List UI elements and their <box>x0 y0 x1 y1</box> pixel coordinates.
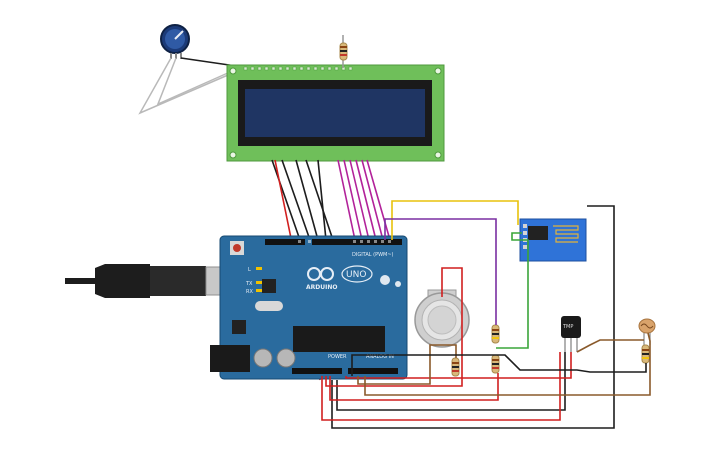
lcd-screen <box>245 89 425 137</box>
gas-sensor-icon[interactable] <box>414 289 470 348</box>
lcd-display <box>226 64 445 162</box>
digital-label: DIGITAL (PWM~) <box>352 252 394 258</box>
wire-endpoints <box>298 240 391 243</box>
led-label-tx: TX <box>245 281 253 287</box>
resistor-gas <box>491 324 500 344</box>
digital-header-right <box>312 239 402 245</box>
led-label-l: L <box>248 267 251 273</box>
photoresistor-icon[interactable] <box>638 318 656 345</box>
arduino-board: DIGITAL (PWM~) L TX RX ARDUINO UNO P <box>210 235 408 380</box>
model-label: UNO <box>346 270 366 280</box>
microcontroller-chip <box>293 326 385 352</box>
potentiometer-wires <box>138 57 237 115</box>
temperature-sensor-icon[interactable]: TMP <box>561 316 581 352</box>
resistor-lcd <box>339 35 348 68</box>
potentiometer-icon[interactable] <box>160 24 190 59</box>
led-label-rx: RX <box>246 289 253 295</box>
power-label: POWER <box>328 354 347 360</box>
arduino-logo: ARDUINO UNO <box>306 265 373 291</box>
lcd-header-pins <box>243 66 353 71</box>
resistor-mid <box>491 354 500 374</box>
analog-label: ANALOG IN <box>366 354 394 360</box>
resistor-sensor <box>451 357 460 377</box>
usb-cable-icon <box>65 264 245 298</box>
temp-sensor-label: TMP <box>562 324 573 330</box>
brand-label: ARDUINO <box>306 284 337 291</box>
resistor-ldr <box>641 344 650 364</box>
power-jack-icon <box>210 345 250 372</box>
sensor-wires <box>321 200 651 429</box>
digital-header-left <box>265 239 305 245</box>
wifi-module-icon[interactable] <box>519 218 587 262</box>
